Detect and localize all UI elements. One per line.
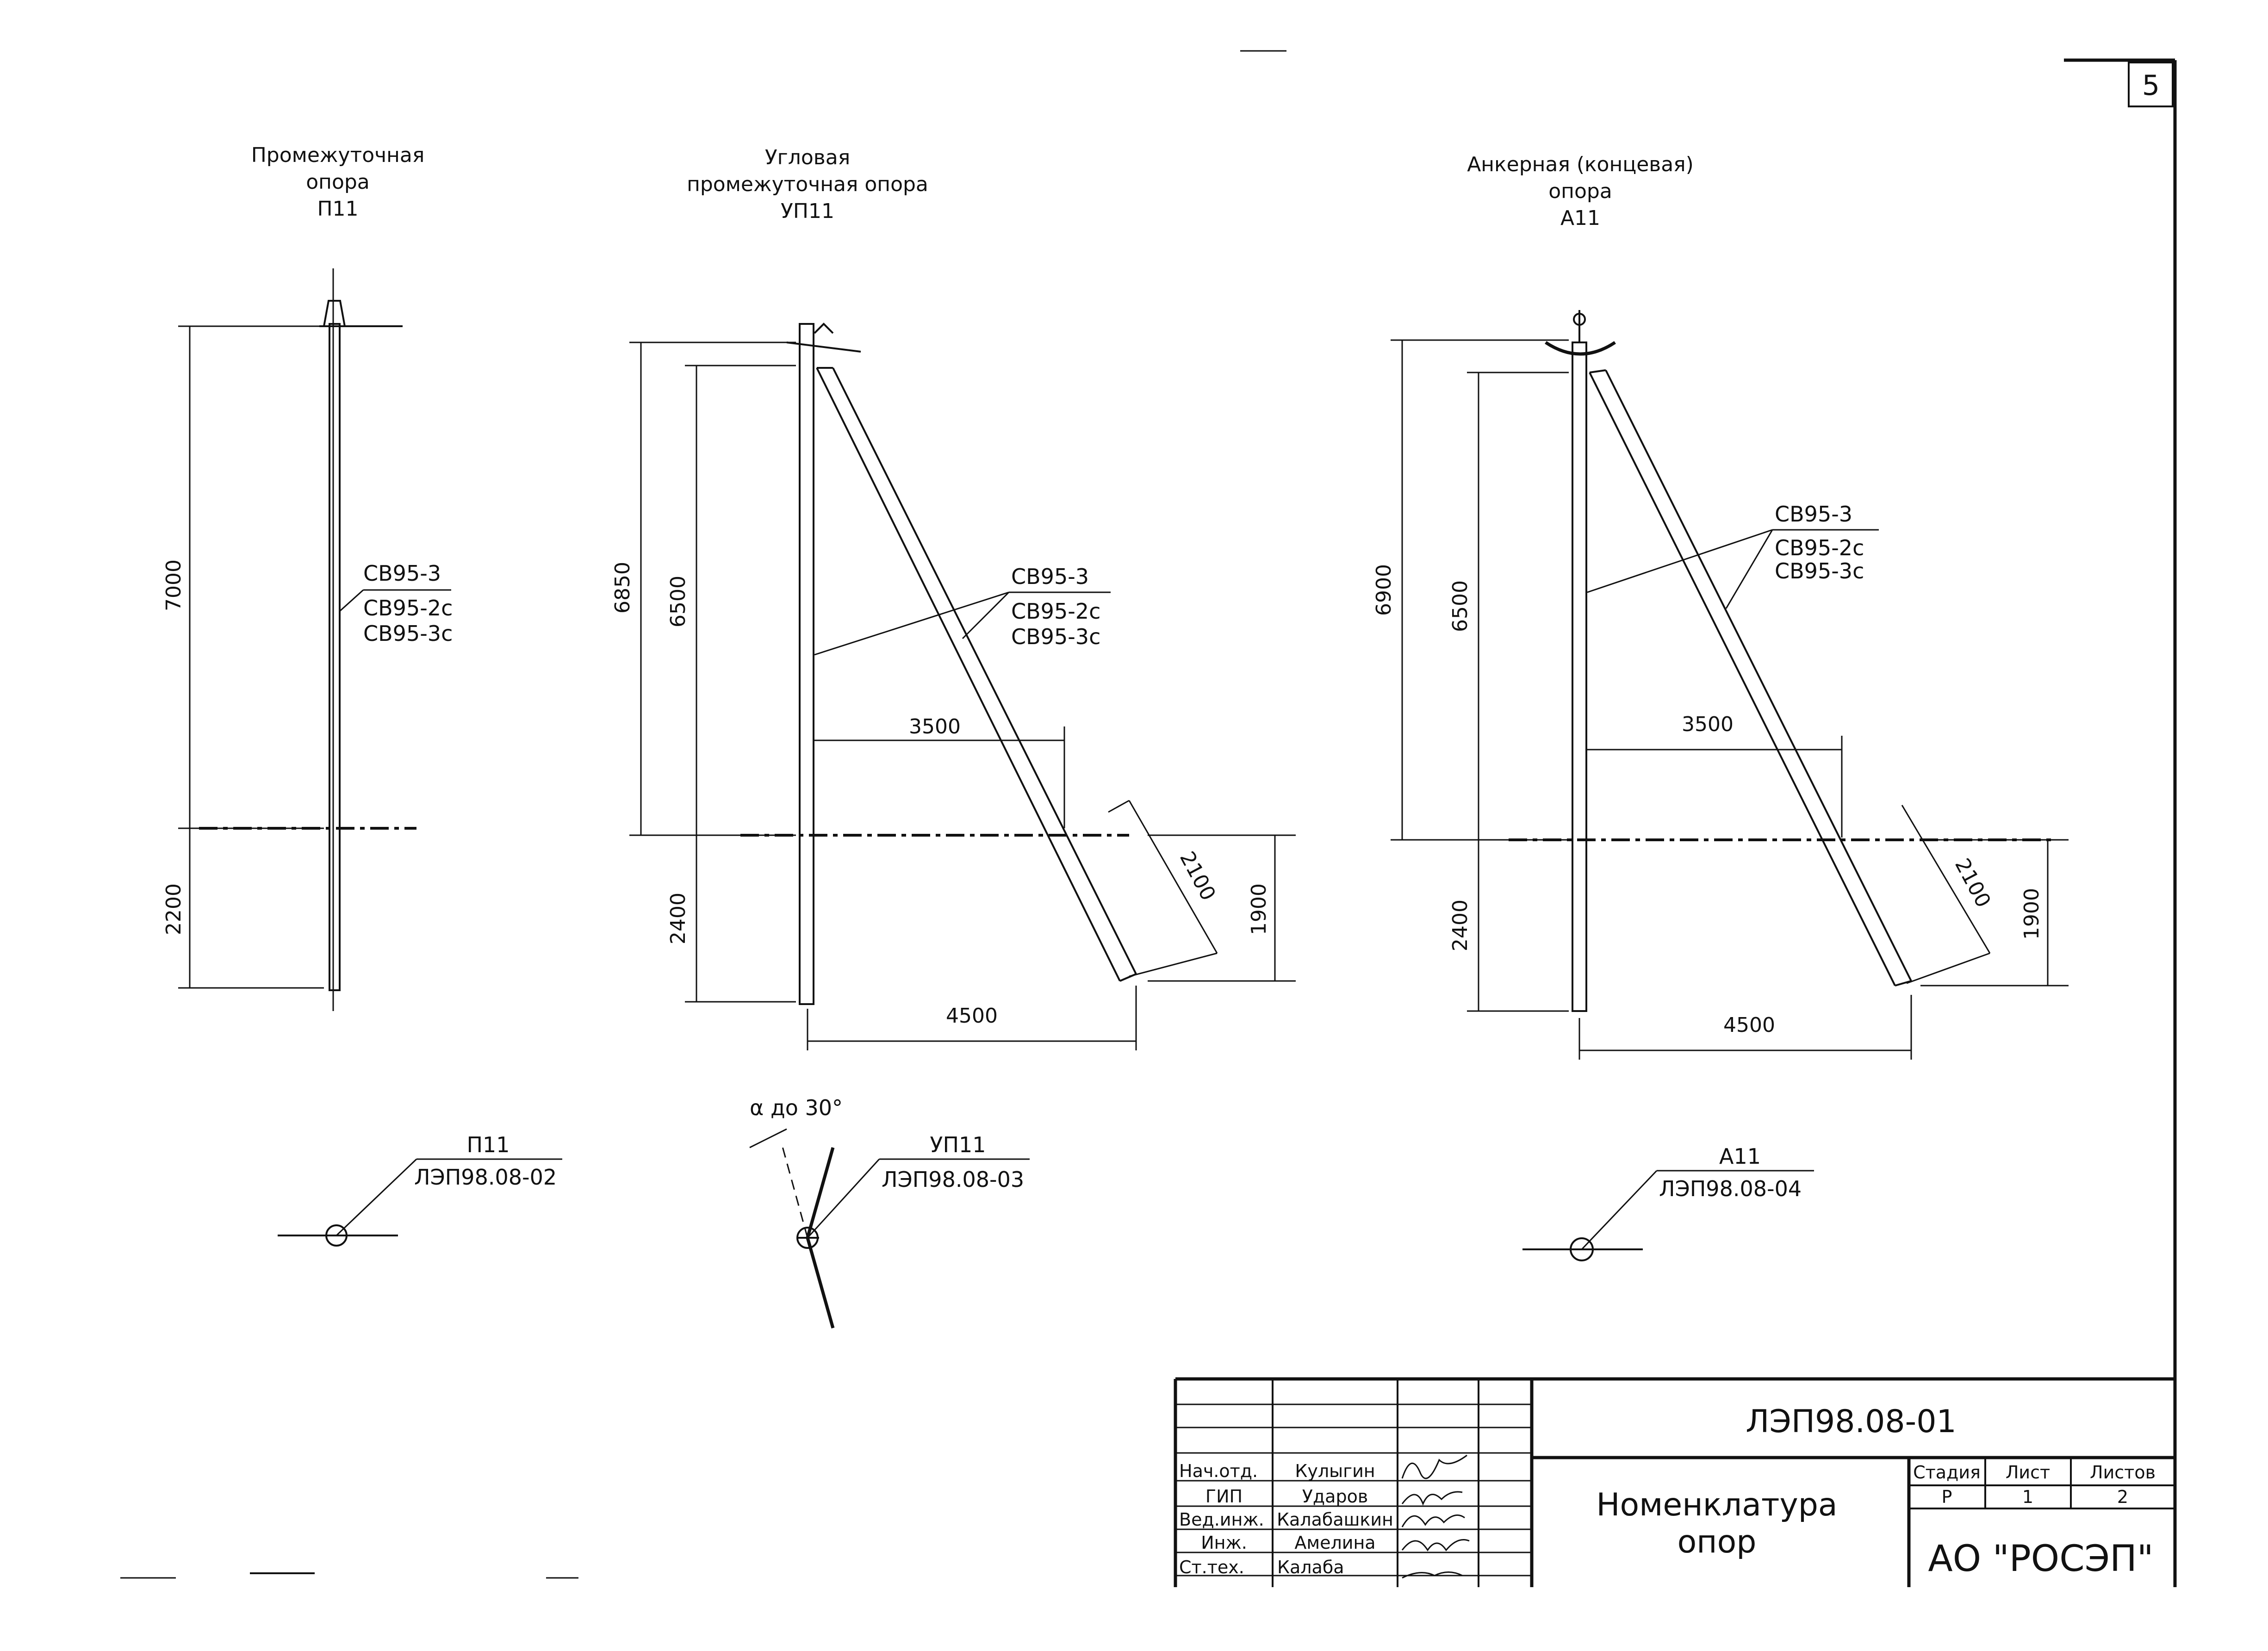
plan-view [278,1158,562,1247]
support-title-line3: А11 [1560,206,1600,230]
plan-code: П11 [466,1132,510,1157]
plan-doc: ЛЭП98.08-02 [414,1165,557,1190]
material-label-1: СВ95-3 [1775,502,1852,527]
company-name: АО "РОСЭП" [1928,1538,2153,1580]
support-intermediate: Промежуточная опора П11 7000 2200 СВ95-3… [162,143,562,1247]
dim-total: 6850 [611,562,634,614]
role-5: Ст.тех. [1179,1557,1244,1577]
dim-horizontal: 3500 [909,715,961,739]
plan-doc: ЛЭП98.08-03 [882,1167,1024,1192]
sheets-value: 2 [2117,1487,2128,1507]
plan-code: УП11 [930,1132,986,1157]
support-title-line3: П11 [317,197,358,221]
name-1: Кулыгин [1295,1461,1375,1481]
material-label-1: СВ95-3 [1011,564,1089,589]
sheet-title-line2: опор [1678,1524,1757,1560]
pole [319,268,403,1011]
role-1: Нач.отд. [1179,1461,1258,1481]
dim-total: 6900 [1372,564,1396,616]
dimension-lines [1391,339,2069,1060]
pole [786,323,861,1005]
dim-below-ground: 2400 [1448,900,1472,951]
plan-view [1522,1170,1814,1261]
material-label-2: СВ95-2с [363,596,453,621]
role-3: Вед.инж. [1179,1509,1264,1530]
support-title-line2: опора [306,170,370,194]
dimension-lines [178,325,324,989]
support-title-line2: промежуточная опора [687,173,928,196]
material-label-2: СВ95-2с [1011,599,1100,624]
support-title-line1: Промежуточная [251,143,425,167]
dim-strut-depth: 1900 [2020,888,2044,940]
plan-doc: ЛЭП98.08-04 [1659,1176,1802,1201]
strut [816,367,1137,982]
dim-base: 4500 [946,1004,998,1028]
sheet-number: 5 [2142,69,2160,102]
doc-code: ЛЭП98.08-01 [1746,1403,1956,1440]
dim-above-ground: 7000 [162,559,186,611]
stage-header: Стадия [1913,1462,1981,1483]
name-5: Калаба [1277,1557,1344,1577]
dim-horizontal: 3500 [1682,713,1734,736]
name-3: Калабашкин [1277,1509,1393,1530]
material-label-2: СВ95-2с [1775,535,1864,560]
dim-below-ground: 2200 [162,883,186,935]
support-title-line1: Угловая [765,146,850,169]
material-label-3: СВ95-3с [363,621,453,646]
dim-strut: 2100 [1950,855,1995,912]
dim-strut: 2100 [1175,848,1220,905]
sheet-title-line1: Номенклатура [1596,1487,1837,1523]
plan-angle: α до 30° [750,1095,843,1120]
role-2: ГИП [1205,1486,1243,1507]
material-label-3: СВ95-3с [1775,559,1864,583]
material-label-3: СВ95-3с [1011,624,1100,649]
stray-marks [120,50,1286,1579]
dim-base: 4500 [1723,1013,1775,1037]
plan-view [749,1128,1030,1328]
support-title-line3: УП11 [781,199,834,223]
name-2: Ударов [1302,1486,1368,1507]
signature-scribbles [1401,1454,1470,1579]
dim-below-ground: 2400 [666,893,690,944]
material-label-1: СВ95-3 [363,561,441,586]
dim-attach: 6500 [666,576,690,627]
sheet-frame: 5 [2064,58,2177,1587]
sheet-value: 1 [2022,1487,2033,1507]
support-angle-intermediate: Угловая промежуточная опора УП11 [611,146,1296,1328]
strut [1589,369,1912,987]
stage-value: Р [1942,1487,1952,1507]
dimension-lines [629,341,1296,1050]
pole [1545,310,1616,1012]
role-4: Инж. [1201,1533,1247,1553]
dim-attach: 6500 [1448,580,1472,632]
title-block [1174,1377,2175,1587]
dim-strut-depth: 1900 [1247,883,1271,935]
sheets-header: Листов [2090,1462,2156,1483]
sheet-header: Лист [2006,1462,2050,1483]
support-anchor: Анкерная (концевая) опора А11 [1372,153,2069,1261]
name-4: Амелина [1294,1533,1375,1553]
support-title-line2: опора [1548,180,1612,203]
support-title-line1: Анкерная (концевая) [1467,153,1694,176]
plan-code: А11 [1719,1144,1761,1169]
